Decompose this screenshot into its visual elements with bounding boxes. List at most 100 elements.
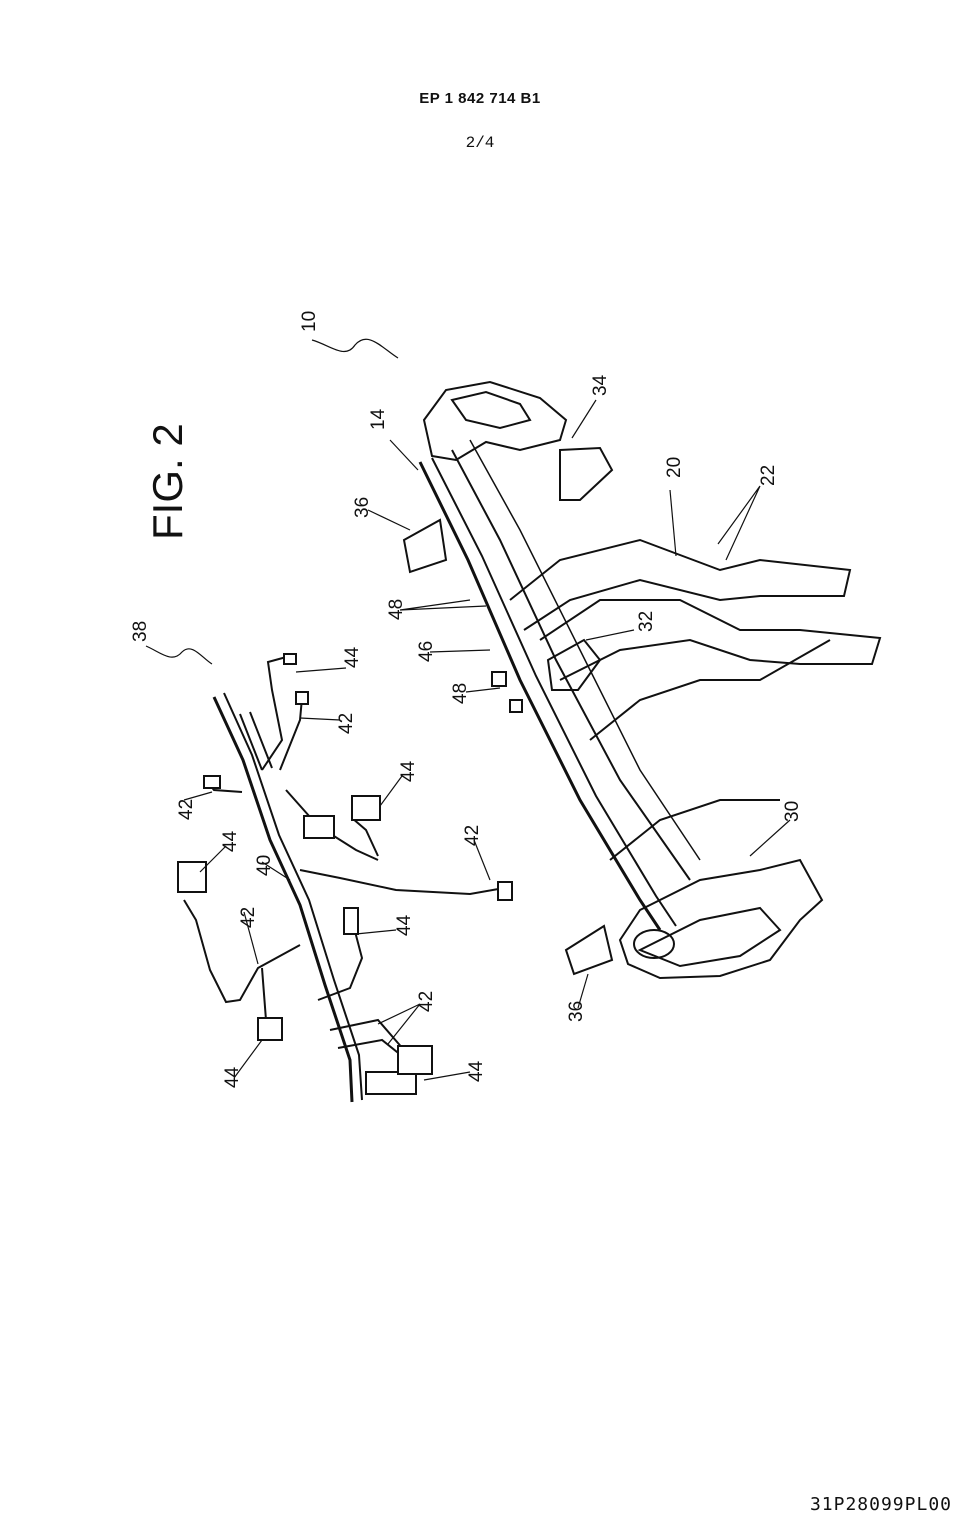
harness-trunk bbox=[212, 696, 354, 1103]
harness-branch bbox=[351, 817, 379, 857]
numeral-36b: 36 bbox=[566, 1001, 587, 1022]
numeral-36: 36 bbox=[352, 497, 373, 518]
numeral-38: 38 bbox=[130, 621, 151, 642]
numeral-30: 30 bbox=[782, 801, 803, 822]
leader-36b bbox=[577, 973, 589, 1009]
leader-44 bbox=[423, 1071, 471, 1081]
strut bbox=[539, 599, 882, 681]
harness-stub bbox=[239, 711, 273, 771]
numeral-44: 44 bbox=[222, 1066, 243, 1088]
sheet-number: 2/4 bbox=[465, 134, 495, 152]
end-bracket-lower bbox=[618, 858, 824, 980]
bracket-34 bbox=[559, 446, 614, 501]
leader-42 bbox=[473, 839, 491, 881]
connector bbox=[351, 795, 381, 821]
strut bbox=[609, 799, 780, 861]
numeral-22: 22 bbox=[758, 465, 779, 486]
connector bbox=[257, 1017, 283, 1041]
main-beam bbox=[451, 449, 691, 881]
leader-42 bbox=[299, 717, 341, 721]
leader-42 bbox=[377, 1003, 421, 1045]
leader-32 bbox=[585, 629, 635, 641]
numeral-42: 42 bbox=[462, 825, 483, 846]
beam-assembly bbox=[402, 380, 882, 980]
clip bbox=[491, 671, 507, 687]
numeral-20: 20 bbox=[664, 457, 685, 478]
numeral-42: 42 bbox=[238, 907, 259, 928]
harness-branch bbox=[317, 919, 364, 1001]
numeral-46: 46 bbox=[416, 641, 437, 662]
harness-branch bbox=[183, 899, 301, 1004]
leader-44 bbox=[233, 1039, 263, 1079]
bracket-32 bbox=[546, 638, 602, 691]
connectors bbox=[177, 653, 513, 1095]
numeral-42: 42 bbox=[416, 991, 437, 1012]
document-code: 31P28099PL00 bbox=[809, 1494, 952, 1515]
leader-44 bbox=[355, 929, 397, 935]
numeral-42: 42 bbox=[176, 799, 197, 820]
harness-branch bbox=[329, 1018, 405, 1051]
leader-38 bbox=[145, 645, 213, 665]
leader-20 bbox=[669, 489, 677, 557]
wiring-harness bbox=[183, 655, 505, 1103]
connector bbox=[177, 861, 207, 893]
connector bbox=[365, 1071, 417, 1095]
figure-title: FIG. 2 bbox=[144, 423, 191, 540]
numeral-48: 48 bbox=[386, 599, 407, 620]
numeral-44: 44 bbox=[394, 914, 415, 936]
harness-trunk-outline bbox=[223, 692, 363, 1101]
main-beam bbox=[418, 461, 662, 931]
leader-40 bbox=[261, 861, 291, 881]
connector bbox=[303, 815, 335, 839]
end-bracket-upper bbox=[422, 380, 568, 462]
numeral-42: 42 bbox=[336, 713, 357, 734]
clip bbox=[509, 699, 523, 713]
bracket-36 bbox=[402, 518, 448, 574]
harness-branch bbox=[285, 789, 379, 861]
leader-42 bbox=[243, 911, 259, 965]
connector bbox=[343, 907, 359, 935]
leader-44 bbox=[199, 845, 227, 873]
connector bbox=[497, 881, 513, 901]
end-bracket-upper bbox=[450, 390, 532, 430]
leader-48b bbox=[465, 687, 501, 693]
numeral-32: 32 bbox=[636, 611, 657, 632]
leader-22 bbox=[717, 485, 761, 561]
numeral-10: 10 bbox=[299, 311, 320, 332]
leader-36 bbox=[367, 509, 411, 531]
harness-branch bbox=[299, 869, 505, 896]
end-bracket-lower bbox=[637, 906, 782, 968]
numeral-44: 44 bbox=[342, 646, 363, 668]
leader-10 bbox=[311, 338, 399, 359]
numeral-14: 14 bbox=[368, 408, 389, 430]
numeral-40: 40 bbox=[254, 855, 275, 876]
leader-44 bbox=[295, 667, 347, 673]
harness-branch bbox=[279, 697, 303, 771]
leader-14 bbox=[389, 439, 419, 471]
main-beam bbox=[469, 439, 701, 861]
connector bbox=[397, 1045, 433, 1075]
numeral-34: 34 bbox=[590, 374, 611, 396]
numeral-44: 44 bbox=[466, 1060, 487, 1082]
connector bbox=[203, 775, 221, 789]
connector bbox=[283, 653, 297, 665]
leader-46 bbox=[429, 649, 491, 653]
leader-44 bbox=[379, 775, 403, 807]
publication-number: EP 1 842 714 B1 bbox=[419, 90, 541, 107]
strut bbox=[509, 538, 852, 631]
leader-42 bbox=[183, 791, 213, 801]
numeral-44: 44 bbox=[220, 830, 241, 852]
numeral-44: 44 bbox=[398, 760, 419, 782]
leader-48 bbox=[399, 599, 487, 611]
leader-34 bbox=[571, 399, 597, 439]
numerals: 10 38 14 36 34 20 22 32 48 46 48 30 36 4… bbox=[130, 311, 803, 1088]
leader-30 bbox=[749, 819, 791, 857]
harness-branch bbox=[261, 655, 291, 771]
strut bbox=[589, 639, 831, 741]
connector bbox=[295, 691, 309, 705]
boss bbox=[633, 929, 675, 959]
leader-lines bbox=[145, 338, 791, 1081]
bracket-36 bbox=[564, 924, 614, 976]
numeral-48b: 48 bbox=[450, 683, 471, 704]
